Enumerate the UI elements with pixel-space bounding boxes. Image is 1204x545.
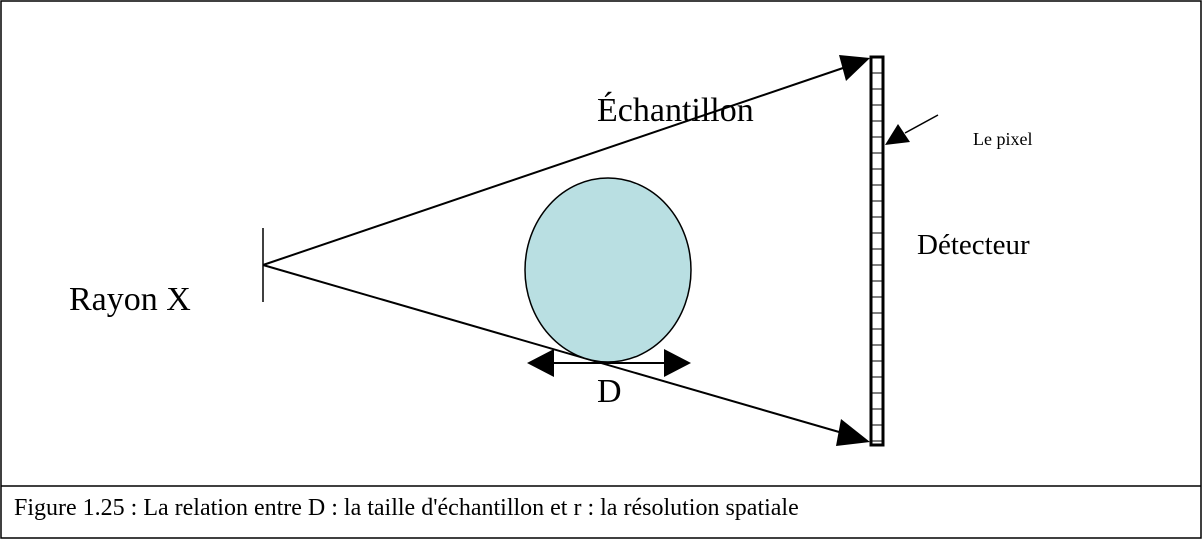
pixel-label: Le pixel [973,129,1032,149]
pixel-pointer-line [904,114,939,134]
lower-ray-arrowhead [836,419,870,446]
detector-bar [869,55,885,447]
pixel-pointer-arrowhead [885,124,910,145]
sample-circle [524,177,692,363]
detector-pixel-cells [871,72,883,442]
diameter-arrow-right [664,349,691,377]
diameter-arrow-left [527,349,554,377]
detector-label: Détecteur [917,229,1030,261]
source-label: Rayon X [69,281,191,318]
lower-ray [262,264,847,435]
figure-caption: Figure 1.25 : La relation entre D : la t… [14,495,799,521]
diameter-label: D [597,373,622,410]
sample-label: Échantillon [597,92,754,129]
upper-ray-arrowhead [839,55,870,81]
upper-ray [262,66,847,266]
